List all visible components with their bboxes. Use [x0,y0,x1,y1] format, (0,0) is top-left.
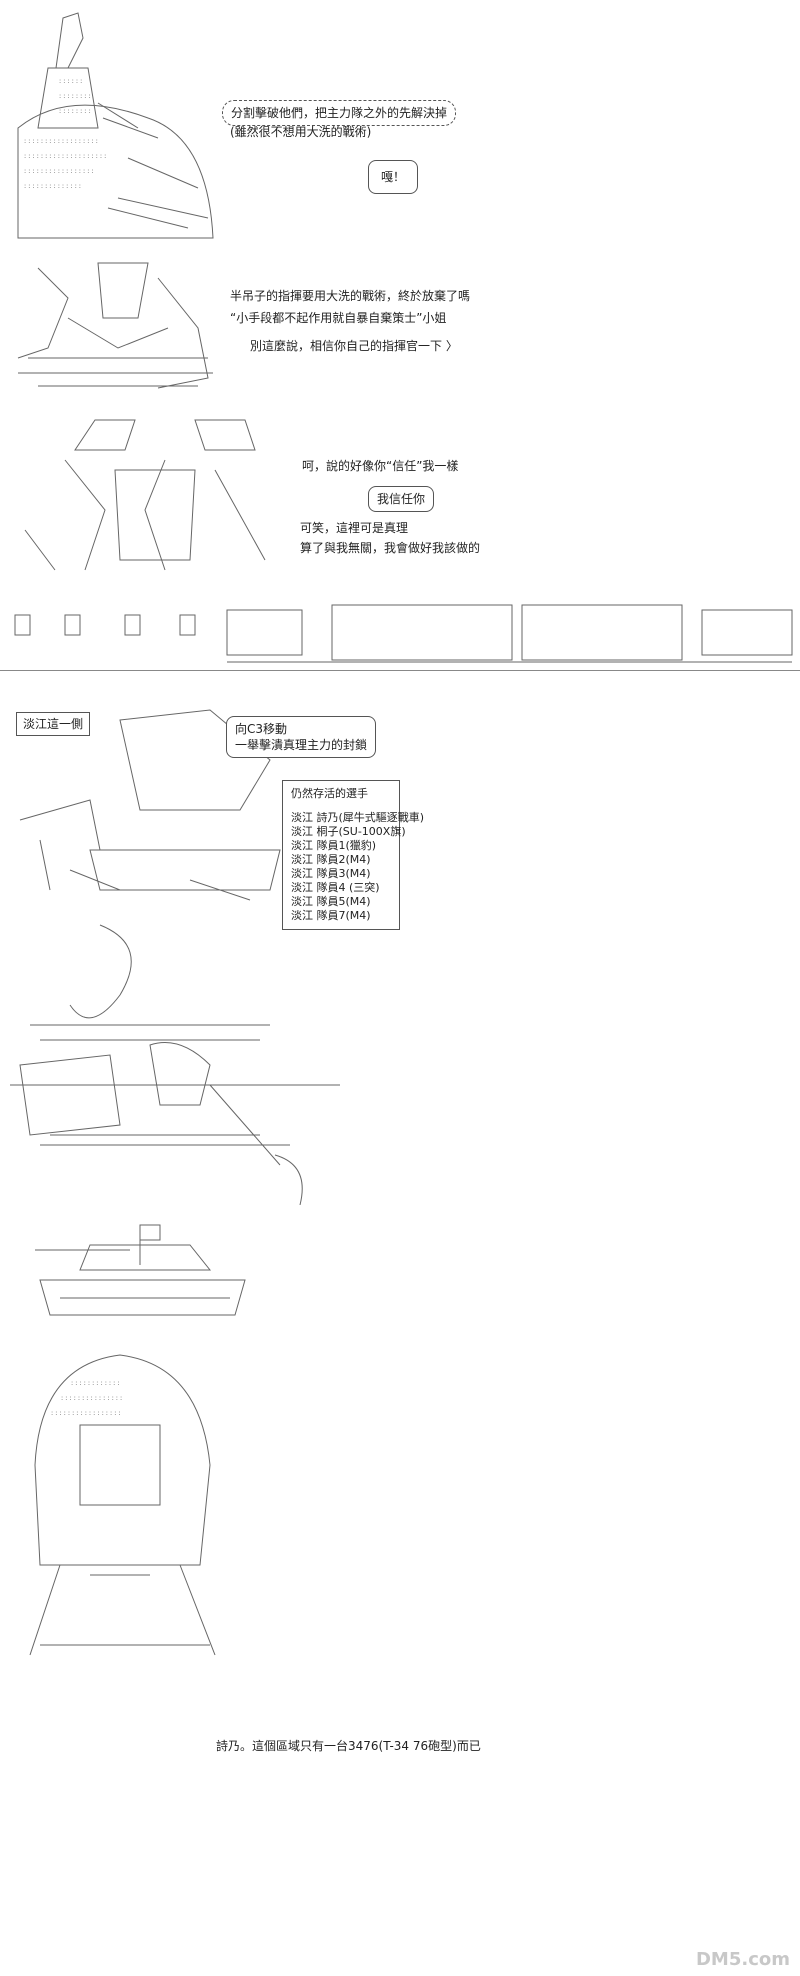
location-label-text: 淡江這一側 [23,717,84,731]
dialogue-line: 可笑，這裡可是真理 [300,521,409,535]
panel-4 [0,580,800,675]
dialogue-line: “小手段都不起作用就自暴自棄策士”小姐 [230,311,447,325]
svg-text:::::::: :::::: [58,77,83,85]
panel-5: 淡江這一側 向C3移動 一舉擊潰真理主力的封鎖 仍然存活的選手 淡江 詩乃(犀牛… [0,680,800,930]
ascii-art-heads-row [10,610,210,640]
dialogue-line: 詩乃。這個區域只有一台3476(T-34 76砲型)而已 [216,1739,481,1753]
survivor-item: 淡江 隊員5(M4) [291,895,371,908]
panel-7 [0,1210,800,1330]
svg-text:::::::::: :::::::: [58,107,92,115]
ascii-art-character-tank [10,700,310,910]
panel-8: :::::::::::: ::::::::::::::: :::::::::::… [0,1330,800,1976]
dialogue-line: 別這麼說，相信你自己的指揮官一下 〉 [250,339,458,353]
speech-bubble: 我信任你 [368,486,435,512]
panel-2: 半吊子的指揮要用大洗的戰術，終於放棄了嗎 “小手段都不起作用就自暴自棄策士”小姐… [0,250,800,400]
location-label: 淡江這一側 [16,712,91,736]
svg-text:::::::::: :::::::: [58,92,92,100]
dialogue-line: 嘎！ [381,170,406,184]
dialogue-line: 向C3移動 [235,722,288,736]
dialogue-line: 我信任你 [377,492,426,506]
svg-text::::::::::::::::: ::::::::::::::: [60,1394,123,1402]
survivor-item: 淡江 隊員7(M4) [291,909,371,922]
ascii-art-tank-convoy [222,590,797,670]
survivor-item: 淡江 隊員1(獵豹) [291,839,377,852]
survivor-item: 淡江 隊員3(M4) [291,867,371,880]
speech-bubble: 向C3移動 一舉擊潰真理主力的封鎖 [226,716,377,758]
panel-6 [0,910,800,1210]
ascii-art-tank-flag [30,1220,250,1330]
survivor-item: 淡江 隊員4 (三突) [291,881,380,894]
dialogue-line: 分割擊破他們，把主力隊之外的先解決掉 [231,106,448,120]
survivor-item: 淡江 桐子(SU-100X旗) [291,825,406,838]
svg-text:::::::::::::::: :::::::::::::: [23,182,82,190]
svg-text:::::::::::::::::::::: :::::::::::::::::::: [23,152,107,160]
svg-text::::::::::::::::::: ::::::::::::::::: [50,1409,122,1417]
survivor-list: 仍然存活的選手 淡江 詩乃(犀牛式驅逐戰車) 淡江 桐子(SU-100X旗) 淡… [282,780,425,930]
ascii-art-characters-group [8,258,218,398]
dialogue-line: 半吊子的指揮要用大洗的戰術，終於放棄了嗎 [230,289,471,303]
survivor-item: 淡江 詩乃(犀牛式驅逐戰車) [291,811,425,824]
survivor-item: 淡江 隊員2(M4) [291,853,371,866]
speech-bubble-spiky: 分割擊破他們，把主力隊之外的先解決掉 [222,100,457,126]
panel-1: :::::::::::::::::: :::::::::::::::::::: … [0,0,800,250]
dialogue-line: (雖然很不想用大洗的戰術) [230,125,372,139]
svg-text::::::::::::::::::: ::::::::::::::::: [23,167,95,175]
dialogue-line: 算了與我無關，我會做好我該做的 [300,541,481,555]
ascii-art-character-hood: :::::::::::::::::: :::::::::::::::::::: … [8,8,218,248]
dialogue-line: 呵，說的好像你“信任”我一樣 [302,459,459,473]
dialogue-line: 一舉擊潰真理主力的封鎖 [235,738,368,752]
ascii-art-tank-action [10,915,350,1205]
watermark: DM5.com [695,1949,790,1970]
panel-3: 呵，說的好像你“信任”我一樣 我信任你 可笑，這裡可是真理 算了與我無關，我會做… [0,400,800,580]
svg-text:::::::::::::::::::: :::::::::::::::::: [23,137,99,145]
speech-bubble: 嘎！ [368,160,419,194]
ascii-art-character-portrait: :::::::::::: ::::::::::::::: :::::::::::… [20,1345,220,1665]
svg-text:::::::::::::: :::::::::::: [70,1379,121,1387]
panel-divider [0,670,800,671]
ascii-art-characters-duo [15,410,275,580]
survivor-list-title: 仍然存活的選手 [291,787,368,800]
